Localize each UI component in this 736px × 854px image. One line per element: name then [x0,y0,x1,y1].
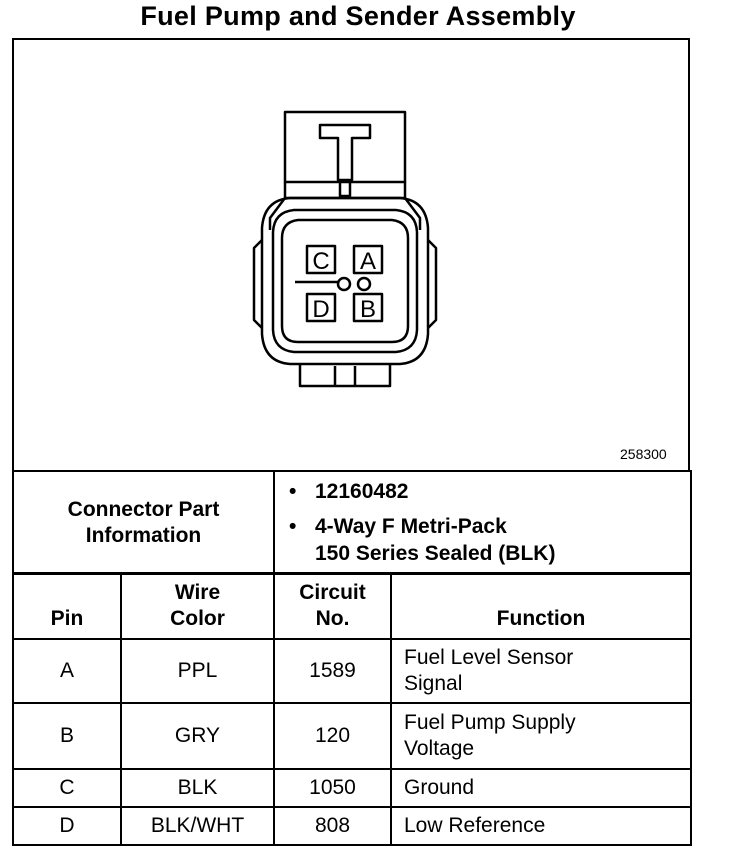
table-row: D BLK/WHT 808 Low Reference [12,806,692,846]
row-function: Low Reference [390,806,692,846]
pin-label-c: C [312,248,329,275]
pin-label-d: D [312,296,329,323]
row-function-line1: Fuel Pump Supply [404,711,576,734]
row-pin: A [12,638,122,704]
pin-label-b: B [360,296,376,323]
connector-type: 4-Way F Metri-Pack [315,515,507,538]
connector-type-line2: 150 Series Sealed (BLK) [315,542,556,565]
row-wire-color: BLK [120,768,275,808]
row-circuit: 120 [273,702,392,770]
connector-illustration-frame [12,38,690,470]
row-circuit: 1589 [273,638,392,704]
part-number-item: •12160482 [289,480,409,503]
connector-part-label-line2: Information [85,523,202,547]
connector-info-table: Connector Part Information •12160482 •4-… [12,470,692,575]
header-circuit-line1: Circuit [299,581,366,604]
header-wire-line2: Color [170,607,225,630]
row-function: Fuel Pump Supply Voltage [390,702,692,770]
row-circuit: 1050 [273,768,392,808]
row-circuit: 808 [273,806,392,846]
pin-table-header: Pin Wire Color Circuit No. Function [12,572,692,640]
table-row: A PPL 1589 Fuel Level Sensor Signal [12,638,692,704]
figure-id: 258300 [620,446,667,462]
row-function-line1: Ground [404,776,475,799]
table-row: C BLK 1050 Ground [12,768,692,808]
row-function-line1: Fuel Level Sensor [404,646,574,669]
row-wire-color: BLK/WHT [120,806,275,846]
header-circuit-line2: No. [315,607,350,630]
connector-part-values-cell: •12160482 •4-Way F Metri-Pack 150 Series… [273,470,692,575]
header-wire-color: Wire Color [120,572,275,640]
pin-label-a: A [360,248,376,275]
row-function: Fuel Level Sensor Signal [390,638,692,704]
row-function-line1: Low Reference [404,814,546,837]
connector-illustration: C A D B [252,110,438,388]
row-pin: B [12,702,122,770]
page-title: Fuel Pump and Sender Assembly [140,1,576,31]
header-wire-line1: Wire [174,581,221,604]
row-wire-color: PPL [120,638,275,704]
header-circuit-no: Circuit No. [273,572,392,640]
header-function: Function [390,572,692,640]
connector-part-label-cell: Connector Part Information [12,470,275,575]
table-row: B GRY 120 Fuel Pump Supply Voltage [12,702,692,770]
connector-type-item: •4-Way F Metri-Pack [289,515,507,538]
row-pin: D [12,806,122,846]
row-function-line2: Signal [404,672,463,695]
connector-part-label-line1: Connector Part [67,497,220,521]
row-function-line2: Voltage [404,737,475,760]
row-function: Ground [390,768,692,808]
part-number: 12160482 [315,480,409,503]
row-wire-color: GRY [120,702,275,770]
header-pin: Pin [12,572,122,640]
row-pin: C [12,768,122,808]
pin-table: Pin Wire Color Circuit No. Function A PP… [12,572,692,846]
